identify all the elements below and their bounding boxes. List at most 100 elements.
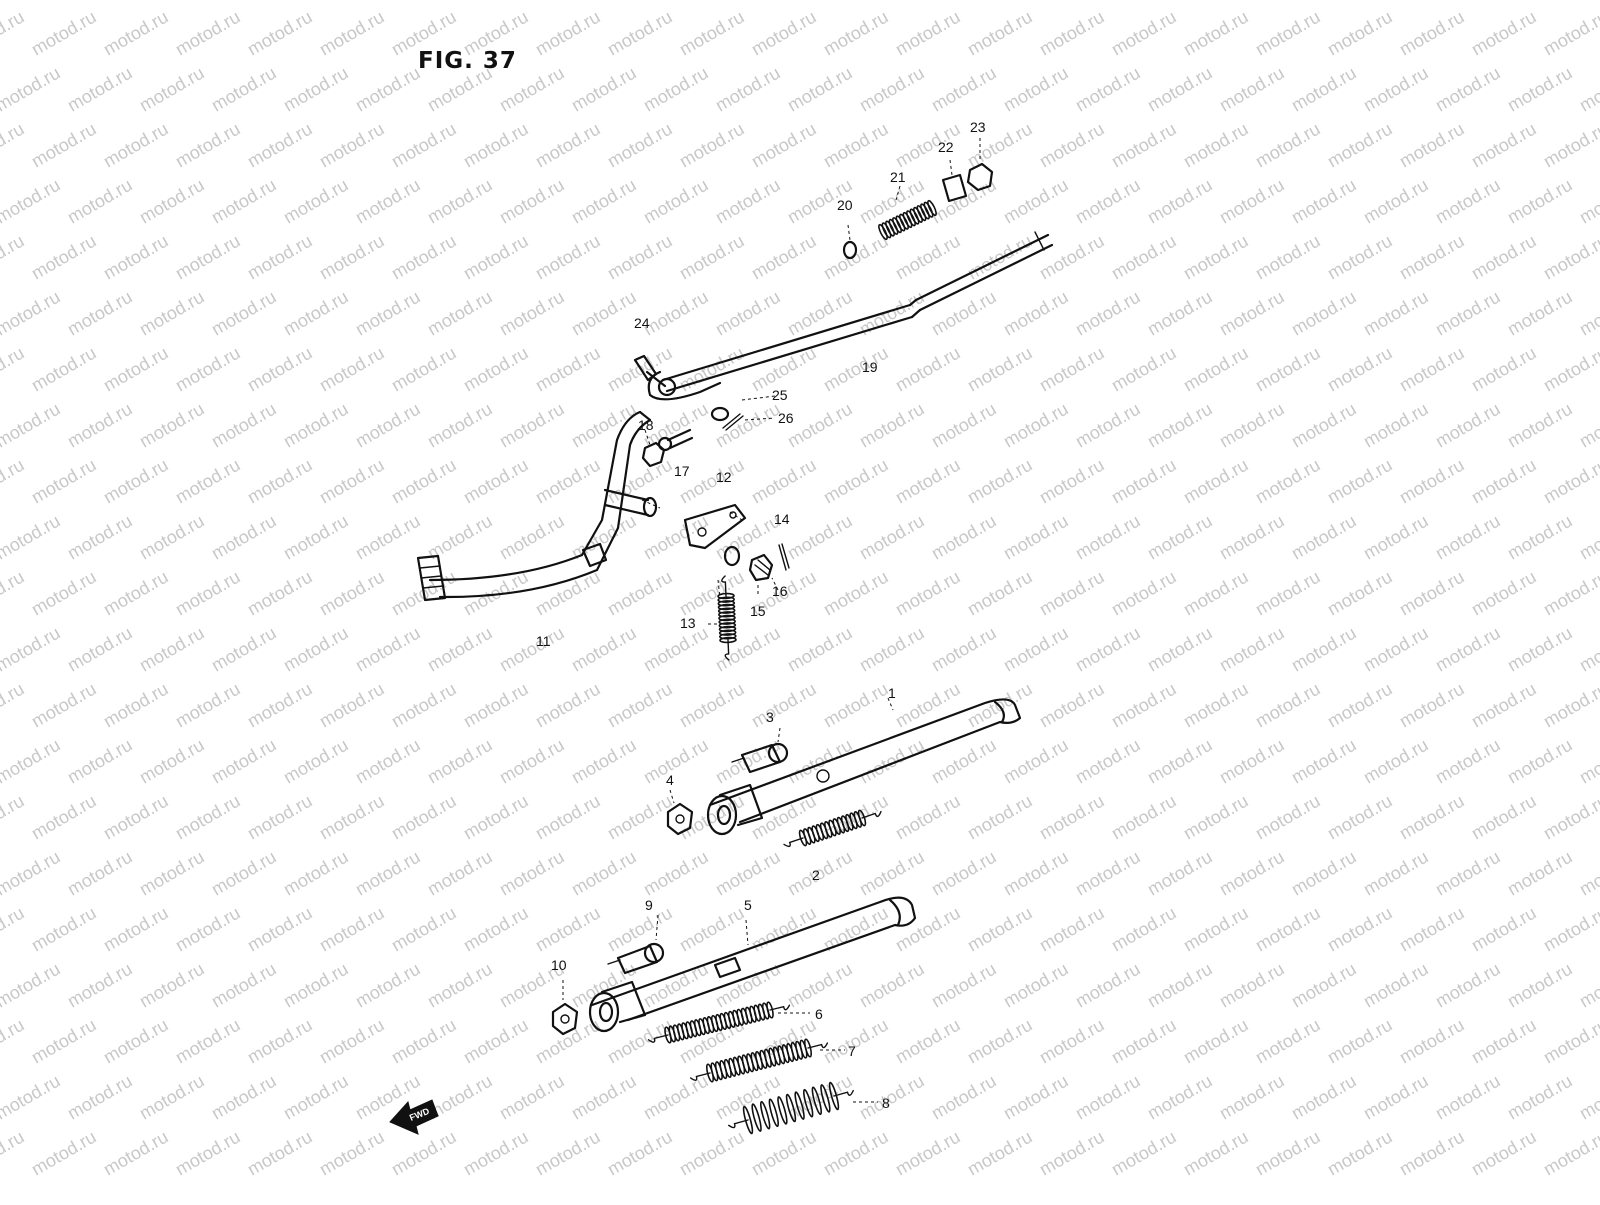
watermark-text: motod.ru [1432, 0, 1504, 3]
watermark-text: motod.ru [1360, 735, 1432, 788]
watermark-text: motod.ru [1036, 903, 1108, 956]
spring-hook [861, 810, 882, 819]
watermark-text: motod.ru [244, 567, 316, 620]
callout-20: 20 [837, 197, 853, 213]
watermark-text: motod.ru [1288, 847, 1360, 900]
watermark-text: motod.ru [172, 903, 244, 956]
watermark-text: motod.ru [1000, 175, 1072, 228]
watermark-text: motod.ru [1540, 455, 1600, 508]
watermark-text: motod.ru [1288, 175, 1360, 228]
callout-23: 23 [970, 119, 986, 135]
spring-coil [676, 1023, 685, 1041]
watermark-text: motod.ru [316, 791, 388, 844]
watermark-text: motod.ru [1576, 511, 1600, 564]
watermark-text: motod.ru [1180, 1015, 1252, 1068]
watermark-text: motod.ru [964, 7, 1036, 60]
watermark-text: motod.ru [28, 231, 100, 284]
spring-coil [749, 1005, 757, 1023]
watermark-text: motod.ru [0, 567, 28, 620]
spring-coil [717, 596, 735, 603]
watermark-text: motod.ru [100, 455, 172, 508]
watermark-text: motod.ru [964, 1127, 1036, 1180]
watermark-text: motod.ru [820, 343, 892, 396]
part-14-washer [723, 545, 741, 567]
watermark-text: motod.ru [1144, 63, 1216, 116]
spring-coil [718, 629, 737, 636]
watermark-text: motod.ru [28, 679, 100, 732]
watermark-text: motod.ru [532, 567, 604, 620]
watermark-text: motod.ru [892, 1015, 964, 1068]
watermark-text: motod.ru [100, 567, 172, 620]
watermark-text: motod.ru [1504, 399, 1576, 452]
watermark-text: motod.ru [1144, 959, 1216, 1012]
watermark-text: motod.ru [640, 511, 712, 564]
watermark-text: motod.ru [244, 231, 316, 284]
part-11-brake-pedal [416, 410, 658, 602]
spring-coil [881, 222, 892, 239]
part-20-washer [842, 240, 858, 260]
spring-coil [888, 218, 899, 235]
watermark-text: motod.ru [0, 903, 28, 956]
callout-16: 16 [772, 583, 788, 599]
part-22-joint [941, 173, 968, 203]
callout-18: 18 [638, 417, 654, 433]
watermark-text: motod.ru [1180, 343, 1252, 396]
watermark-text: motod.ru [424, 175, 496, 228]
watermark-text: motod.ru [1216, 735, 1288, 788]
watermark-text: motod.ru [784, 623, 856, 676]
callout-14: 14 [774, 511, 790, 527]
watermark-text: motod.ru [388, 455, 460, 508]
watermark-text: motod.ru [244, 119, 316, 172]
watermark-text: motod.ru [676, 567, 748, 620]
callout-7: 7 [848, 1043, 856, 1059]
watermark-text: motod.ru [1252, 791, 1324, 844]
callout-6: 6 [815, 1006, 823, 1022]
spring-coil [710, 1062, 719, 1082]
watermark-text: motod.ru [352, 287, 424, 340]
watermark-text: motod.ru [640, 175, 712, 228]
watermark-text: motod.ru [172, 7, 244, 60]
watermark-text: motod.ru [0, 791, 28, 844]
watermark-text: motod.ru [136, 63, 208, 116]
watermark-text: motod.ru [1288, 399, 1360, 452]
watermark-text: motod.ru [1180, 1127, 1252, 1180]
callout-4: 4 [666, 772, 674, 788]
watermark-text: motod.ru [1432, 511, 1504, 564]
watermark-text: motod.ru [28, 1015, 100, 1068]
spring-coil [714, 1061, 723, 1081]
spring-coil [885, 220, 895, 237]
spring-coil [802, 1088, 814, 1118]
watermark-text: motod.ru [136, 623, 208, 676]
spring-coil [916, 205, 927, 222]
callout-13: 13 [680, 615, 696, 631]
watermark-text: motod.ru [1108, 343, 1180, 396]
watermark-text: motod.ru [1324, 455, 1396, 508]
watermark-text: motod.ru [460, 343, 532, 396]
watermark-text: motod.ru [532, 903, 604, 956]
watermark-text: motod.ru [28, 343, 100, 396]
watermark-text: motod.ru [352, 511, 424, 564]
watermark-text: motod.ru [1144, 1071, 1216, 1124]
watermark-text: motod.ru [1576, 735, 1600, 788]
spring-coil [790, 1041, 799, 1061]
watermark-text: motod.ru [1252, 455, 1324, 508]
watermark-text: motod.ru [1396, 1127, 1468, 1180]
watermark-text: motod.ru [928, 847, 1000, 900]
watermark-text: motod.ru [1396, 903, 1468, 956]
watermark-text: motod.ru [352, 63, 424, 116]
watermark-text: motod.ru [1324, 903, 1396, 956]
watermark-text: motod.ru [712, 175, 784, 228]
watermark-text: motod.ru [1468, 343, 1540, 396]
watermark-text: motod.ru [388, 903, 460, 956]
watermark-text: motod.ru [64, 287, 136, 340]
spring-coil [820, 1084, 831, 1113]
spring-hook [724, 639, 730, 661]
watermark-text: motod.ru [532, 679, 604, 732]
callout-19: 19 [862, 359, 878, 375]
watermark-text: motod.ru [1072, 0, 1144, 3]
watermark-text: motod.ru [1504, 175, 1576, 228]
watermark-text: motod.ru [1324, 1015, 1396, 1068]
watermark-text: motod.ru [352, 959, 424, 1012]
spring-coil [693, 1019, 702, 1037]
